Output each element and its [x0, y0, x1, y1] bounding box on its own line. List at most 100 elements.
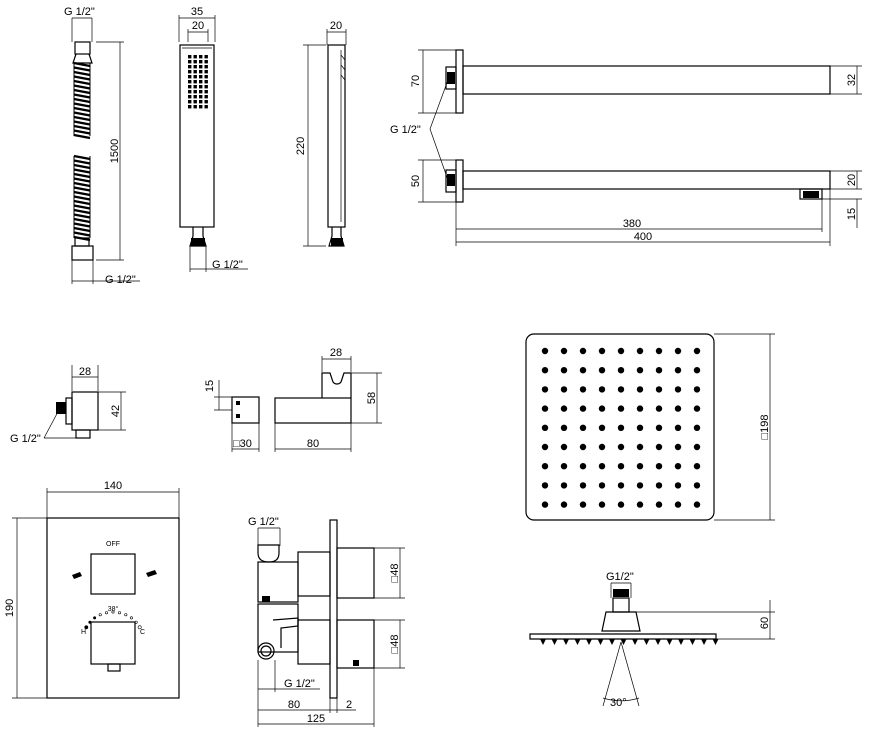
- nozzle: [560, 405, 568, 412]
- holder-depth-top-label: 28: [330, 347, 342, 359]
- nozzle: [598, 463, 606, 470]
- hand-length-label: 220: [295, 137, 307, 155]
- nozzle: [199, 75, 203, 79]
- nozzle: [540, 639, 546, 645]
- nozzle: [636, 482, 644, 489]
- valve-knob-bottom-label: □48: [389, 635, 401, 654]
- elbow-width-label: 28: [79, 366, 91, 378]
- nozzle: [655, 463, 663, 470]
- nozzle: [579, 501, 587, 508]
- nozzle: [560, 386, 568, 393]
- nozzle: [655, 639, 661, 645]
- nozzle: [199, 90, 203, 94]
- temp-dot: [129, 616, 133, 620]
- holder-square-label: □30: [233, 438, 252, 450]
- hand-shower-symbol-icon: [72, 572, 82, 579]
- temp-dot: [137, 625, 142, 630]
- arm-flange-large-label: 70: [410, 75, 422, 87]
- nozzle: [579, 463, 587, 470]
- nozzle: [188, 85, 192, 89]
- nozzle: [204, 90, 208, 94]
- arm-thread-label: G 1/2": [390, 124, 421, 136]
- nozzle: [560, 443, 568, 451]
- head-size-label: □198: [759, 415, 771, 440]
- temp-dot: [93, 616, 97, 620]
- nozzle: [541, 424, 549, 431]
- nozzle: [598, 501, 606, 508]
- nozzle: [712, 639, 719, 645]
- nozzle: [204, 95, 208, 99]
- nozzle: [636, 501, 644, 508]
- arm-thread-callout: G 1/2": [390, 79, 449, 181]
- nozzle: [579, 424, 587, 431]
- temp-dot: [84, 625, 89, 630]
- nozzle: [541, 405, 549, 412]
- nozzle: [693, 463, 701, 470]
- arm-length-inner-label: 380: [623, 218, 641, 230]
- nozzle: [674, 386, 682, 393]
- nozzle: [674, 482, 682, 489]
- nozzle: [655, 347, 663, 355]
- nozzle: [632, 639, 638, 645]
- mixer-valve-side: G 1/2" □48 □48 G 1/2" 80 2: [248, 516, 405, 727]
- nozzle: [560, 463, 568, 470]
- nozzle: [693, 367, 701, 374]
- nozzle: [693, 443, 701, 451]
- nozzle: [655, 501, 663, 508]
- nozzle: [188, 105, 192, 109]
- valve-total-label: 125: [307, 713, 325, 725]
- nozzle: [693, 405, 701, 412]
- valve-thread-bottom-label: G 1/2": [284, 678, 315, 690]
- nozzle: [204, 75, 208, 79]
- hose-thread-bottom-label: G 1/2": [105, 274, 136, 286]
- rain-shower-head-top: □198: [525, 333, 775, 521]
- nozzle: [620, 639, 627, 645]
- valve-thread-top-label: G 1/2": [248, 516, 279, 528]
- nozzle: [674, 347, 682, 355]
- valve-cover-label: 2: [346, 699, 352, 711]
- nozzle: [560, 501, 568, 508]
- nozzle: [199, 55, 203, 59]
- nozzle: [193, 60, 197, 64]
- nozzle: [541, 386, 549, 393]
- nozzle: [204, 105, 208, 109]
- nozzle: [204, 60, 208, 64]
- shower-hose: G 1/2" G 1/2" 1500: [64, 6, 140, 286]
- plate-hot-label: H: [81, 629, 86, 636]
- nozzle: [666, 639, 673, 645]
- nozzle: [674, 424, 682, 431]
- nozzle: [636, 443, 644, 451]
- nozzle: [560, 482, 568, 489]
- nozzle: [597, 639, 604, 645]
- nozzle: [579, 405, 587, 412]
- nozzle: [598, 405, 606, 412]
- nozzle: [188, 95, 192, 99]
- nozzle: [188, 80, 192, 84]
- nozzle: [579, 386, 587, 393]
- valve-knob-top-label: □48: [389, 564, 401, 583]
- nozzle: [541, 501, 549, 508]
- nozzle: [193, 105, 197, 109]
- nozzle: [693, 424, 701, 431]
- nozzle: [188, 65, 192, 69]
- nozzle: [188, 55, 192, 59]
- arm-tube-large-label: 32: [846, 74, 858, 86]
- nozzle: [655, 424, 663, 431]
- nozzle: [204, 70, 208, 74]
- nozzle: [193, 55, 197, 59]
- nozzle: [617, 347, 625, 355]
- holder-offset-label: 15: [204, 380, 216, 392]
- nozzle: [560, 424, 568, 431]
- nozzle: [199, 65, 203, 69]
- hose-thread-top-label: G 1/2": [64, 6, 95, 18]
- nozzle: [193, 95, 197, 99]
- nozzle: [541, 347, 549, 355]
- nozzle: [598, 443, 606, 451]
- nozzle: [636, 367, 644, 374]
- rain-head-side-nozzles: [540, 639, 719, 645]
- valve-depth-label: 80: [288, 699, 300, 711]
- nozzle: [199, 80, 203, 84]
- nozzle: [617, 443, 625, 451]
- nozzle: [188, 90, 192, 94]
